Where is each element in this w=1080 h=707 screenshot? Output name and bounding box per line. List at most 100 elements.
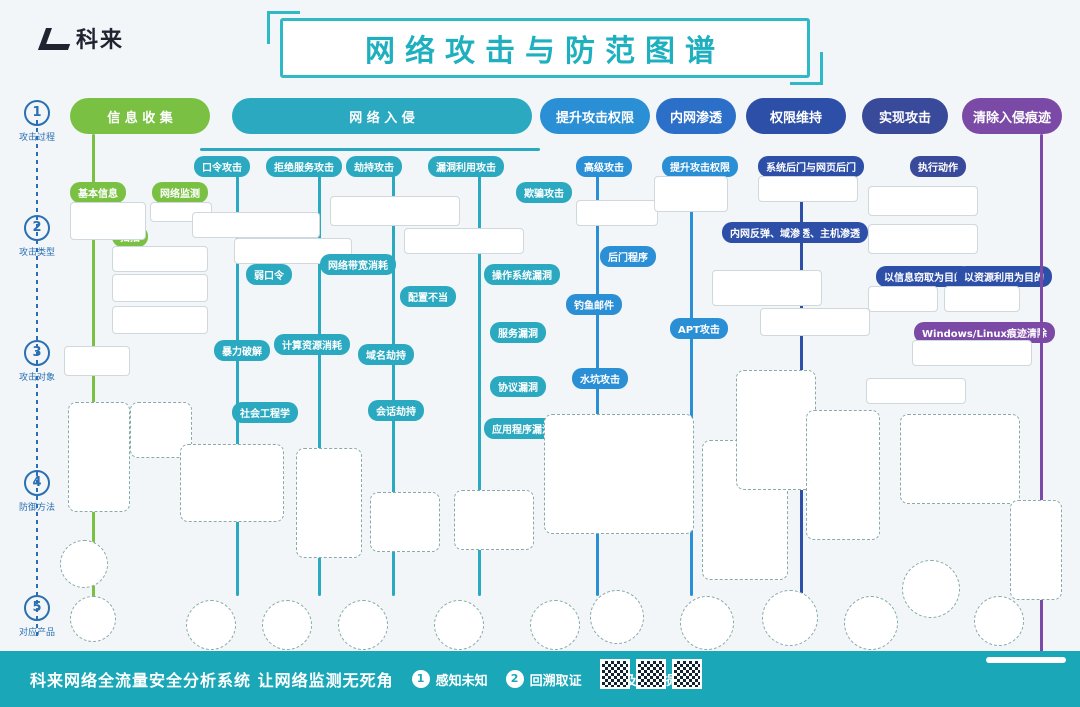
escalate-product-circle — [530, 600, 580, 650]
node-weak-password: 弱口令 — [246, 264, 292, 285]
phase-intrusion: 网 络 入 侵 — [232, 98, 532, 134]
node-trace-clean: Windows/Linux痕迹清除 — [914, 322, 1055, 343]
persist-box — [760, 308, 870, 336]
rail-step-label: 防御方法 — [18, 503, 55, 513]
node-dns-hijack: 域名劫持 — [358, 344, 414, 365]
rail-step-5: 5 对应产品 — [10, 595, 64, 638]
node-system-backdoor: 系统后门与网页后门 — [758, 156, 864, 177]
rail-step-label: 攻击过程 — [18, 133, 55, 143]
node-bandwidth-consume: 网络带宽消耗 — [320, 254, 396, 275]
persist-product-circle — [844, 596, 898, 650]
node-advanced-attack: 高级攻击 — [576, 156, 632, 177]
rail-step-4: 4 防御方法 — [10, 470, 64, 513]
intrusion-product-circle — [338, 600, 388, 650]
escalate-trunk — [690, 176, 693, 596]
escalate-box — [654, 176, 728, 212]
info-box — [112, 274, 208, 302]
node-lateral-movement: 内网反弹、域渗透、主机渗透 — [722, 222, 868, 243]
escalate-product-circle — [680, 596, 734, 650]
node-execute-action: 执行动作 — [910, 156, 966, 177]
node-service-vuln: 服务漏洞 — [490, 322, 546, 343]
persist-product-circle — [762, 590, 818, 646]
intrusion-trunk — [392, 176, 395, 596]
phase-persistence: 权限维持 — [746, 98, 846, 134]
node-backdoor: 后门程序 — [600, 246, 656, 267]
qr-code-icon — [600, 659, 630, 689]
node-app-vuln: 应用程序漏洞 — [484, 418, 560, 439]
persist-defense-box — [736, 370, 816, 490]
intrusion-trunk — [318, 176, 321, 596]
footer-feature-2: 2 回溯取证 — [505, 670, 582, 689]
rail-step-label: 攻击类型 — [18, 248, 55, 258]
node-resource-abuse: 以资源利用为目的 — [956, 266, 1052, 287]
clean-defense-box — [1010, 500, 1062, 600]
rail-step-icon: 5 — [24, 595, 50, 621]
node-os-vuln: 操作系统漏洞 — [484, 264, 560, 285]
feature-number-icon: 1 — [411, 670, 430, 688]
node-watering-hole: 水坑攻击 — [572, 368, 628, 389]
persist-defense-box — [806, 410, 880, 540]
qr-code-icon — [636, 659, 666, 689]
left-rail: 1 攻击过程 2 攻击类型 3 攻击对象 4 防御方法 5 对应产品 — [0, 90, 70, 650]
phase-info-gathering: 信 息 收 集 — [70, 98, 210, 134]
clean-box — [866, 378, 966, 404]
intrusion-product-circle — [262, 600, 312, 650]
intrusion-box — [330, 196, 460, 226]
footer-slogan: 科来网络全流量安全分析系统 让网络监测无死角 — [30, 671, 394, 690]
feature-label: 回溯取证 — [529, 673, 582, 689]
node-social-engineering: 社会工程学 — [232, 402, 298, 423]
intrusion-trunk — [236, 176, 239, 596]
node-network-monitor: 网络监测 — [152, 182, 208, 203]
clean-product-circle — [974, 596, 1024, 646]
intrusion-defense-box — [296, 448, 362, 558]
phase-privilege-escalation: 提升攻击权限 — [540, 98, 650, 134]
footer-bar: 科来网络全流量安全分析系统 让网络监测无死角 1 感知未知 2 回溯取证 3 及… — [0, 651, 1080, 707]
node-dos-attack: 拒绝服务攻击 — [266, 156, 342, 177]
info-defense-box — [68, 402, 130, 512]
info-box — [112, 246, 208, 272]
intrusion-product-circle — [434, 600, 484, 650]
intrusion-defense-box — [454, 490, 534, 550]
execute-box — [944, 286, 1020, 312]
rail-step-label: 对应产品 — [18, 628, 55, 638]
info-product-circle — [70, 596, 116, 642]
node-apt: APT攻击 — [670, 318, 728, 339]
node-compute-consume: 计算资源消耗 — [274, 334, 350, 355]
feature-label: 感知未知 — [435, 673, 488, 689]
intrusion-defense-box — [370, 492, 440, 552]
rail-step-icon: 4 — [24, 470, 50, 496]
node-hijack-attack: 劫持攻击 — [346, 156, 402, 177]
node-session-hijack: 会话劫持 — [368, 400, 424, 421]
intrusion-box — [404, 228, 524, 254]
node-escalate: 提升攻击权限 — [662, 156, 738, 177]
node-exploit-attack: 漏洞利用攻击 — [428, 156, 504, 177]
clean-box — [912, 340, 1032, 366]
intrusion-product-circle — [186, 600, 236, 650]
footer-feature-1: 1 感知未知 — [411, 670, 488, 689]
intrusion-defense-box — [180, 444, 284, 522]
persist-box — [758, 176, 858, 202]
rail-step-1: 1 攻击过程 — [10, 100, 64, 143]
node-spoofing: 欺骗攻击 — [516, 182, 572, 203]
escalate-box — [576, 200, 658, 226]
intrusion-box — [192, 212, 320, 238]
brand-mark-icon — [40, 24, 68, 52]
rail-step-label: 攻击对象 — [18, 373, 55, 383]
rail-step-icon: 2 — [24, 215, 50, 241]
node-basic-info: 基本信息 — [70, 182, 126, 203]
page-title: 网络攻击与防范图谱 — [365, 34, 725, 69]
escalate-product-circle — [590, 590, 644, 644]
rail-step-icon: 1 — [24, 100, 50, 126]
clean-trunk — [1040, 134, 1043, 654]
node-brute-force: 暴力破解 — [214, 340, 270, 361]
rail-step-3: 3 攻击对象 — [10, 340, 64, 383]
info-box — [70, 202, 146, 240]
escalate-defense-box — [544, 414, 694, 534]
phase-execute: 实现攻击 — [862, 98, 948, 134]
info-box — [64, 346, 130, 376]
execute-box — [868, 224, 978, 254]
rail-step-2: 2 攻击类型 — [10, 215, 64, 258]
execute-box — [868, 286, 938, 312]
legend-box — [986, 657, 1066, 663]
node-phishing: 钓鱼邮件 — [566, 294, 622, 315]
